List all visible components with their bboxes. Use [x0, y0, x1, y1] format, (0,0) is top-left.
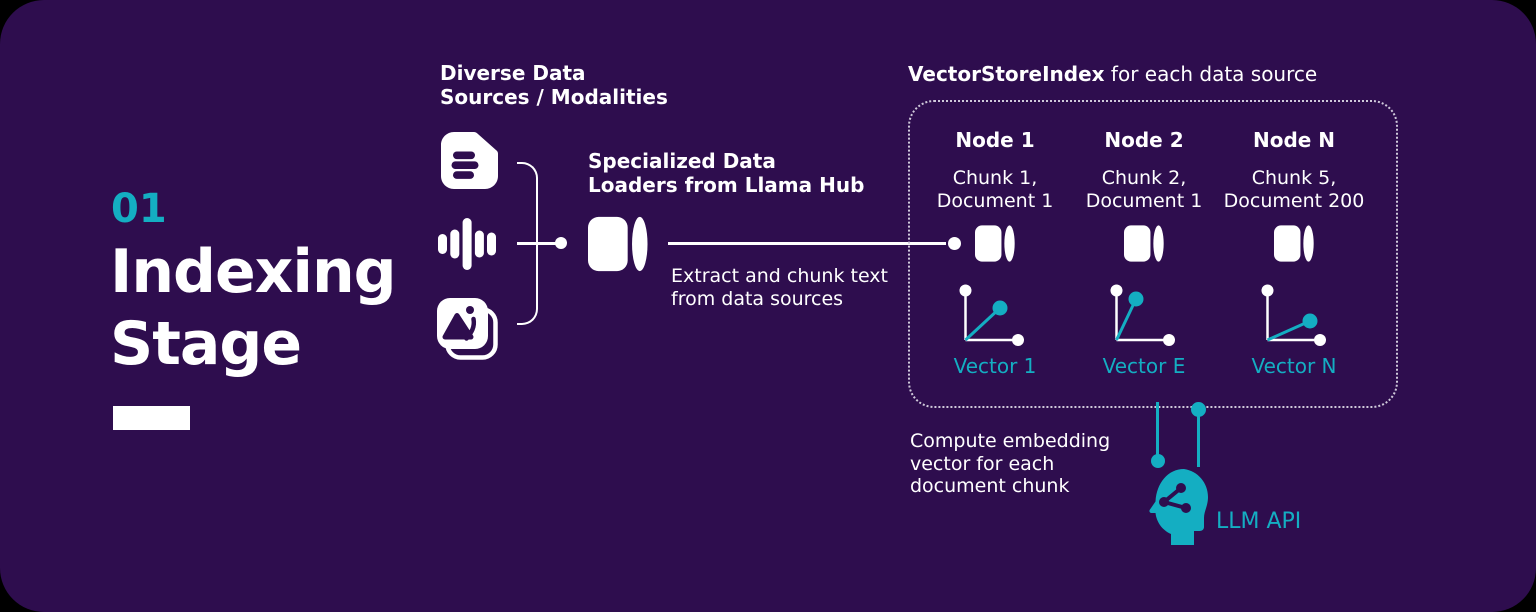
node-1-vector-label: Vector 1 [953, 354, 1037, 378]
vectorstore-heading-rest: for each data source [1104, 62, 1318, 86]
node-1-title: Node 1 [955, 128, 1035, 152]
diverse-sources-label: Diverse Data Sources / Modalities [440, 61, 668, 109]
document-icon [441, 132, 498, 189]
extract-caption-line2: from data sources [671, 288, 844, 310]
node-1-vector-plot-icon [959, 284, 1024, 346]
node-2-chunk-line1: Chunk 2, [1101, 167, 1187, 189]
embedding-caption-line3: document chunk [910, 475, 1070, 497]
embedding-connector-line-right [1197, 408, 1200, 467]
share-icon [1159, 483, 1191, 513]
node-2-chunk-line2: Document 1 [1085, 190, 1203, 212]
node-n-vector-label: Vector N [1251, 354, 1337, 378]
vectorstore-heading-bold: VectorStoreIndex [908, 62, 1105, 86]
node-n-chunk-line2: Document 200 [1223, 190, 1365, 212]
node-1-chunk-line2: Document 1 [936, 190, 1054, 212]
node-1-cylinder-icon [975, 225, 1015, 262]
index-boundary-box [908, 100, 1398, 408]
title-underline-bar [113, 406, 190, 430]
llm-head-icon [1149, 469, 1208, 545]
page-title-line1: Indexing [110, 237, 397, 307]
llm-api-label: LLM API [1216, 509, 1302, 534]
embedding-connector-dot-left [1151, 454, 1165, 468]
node-n-title: Node N [1252, 128, 1336, 152]
node-2-title: Node 2 [1104, 128, 1184, 152]
node-n-vector-plot-icon [1261, 284, 1326, 346]
extract-caption-line1: Extract and chunk text [671, 265, 888, 287]
pipeline-connector-dot [948, 237, 961, 250]
loader-label-line1: Specialized Data [588, 149, 776, 173]
audio-waveform-icon [438, 218, 496, 270]
embedding-caption-line1: Compute embedding [910, 430, 1111, 452]
embedding-caption: Compute embedding vector for each docume… [910, 430, 1110, 498]
embedding-caption-line2: vector for each [910, 452, 1055, 475]
node-2-chunk-label: Chunk 2, Document 1 [1059, 167, 1229, 213]
page-title-line2: Stage [110, 309, 302, 379]
node-2-vector-label: Vector E [1102, 354, 1186, 378]
node-1-chunk-line1: Chunk 1, [952, 167, 1038, 189]
diverse-sources-label-line1: Diverse Data [440, 61, 586, 85]
node-n-chunk-label: Chunk 5, Document 200 [1209, 167, 1379, 213]
bracket-stem-dot [555, 237, 567, 249]
node-2-cylinder-icon [1124, 225, 1164, 262]
loader-label: Specialized Data Loaders from Llama Hub [588, 149, 864, 197]
node-n-cylinder-icon [1274, 225, 1314, 262]
extract-caption: Extract and chunk text from data sources [671, 265, 888, 311]
database-cylinder-icon [588, 216, 648, 272]
diverse-sources-label-line2: Sources / Modalities [440, 85, 668, 109]
image-stack-icon [437, 298, 498, 360]
embedding-connector-dot-right [1191, 402, 1206, 417]
embedding-connector-line-left [1156, 402, 1159, 455]
node-n-chunk-line1: Chunk 5, [1251, 167, 1337, 189]
bracket-stem-line [517, 242, 556, 245]
stage-number: 01 [111, 186, 167, 232]
vectorstore-heading: VectorStoreIndex for each data source [908, 62, 1317, 86]
node-2-vector-plot-icon [1110, 284, 1175, 346]
page-title: Indexing Stage [110, 236, 397, 380]
node-1-chunk-label: Chunk 1, Document 1 [910, 167, 1080, 213]
pipeline-connector-line [668, 242, 946, 245]
loader-label-line2: Loaders from Llama Hub [588, 173, 865, 197]
